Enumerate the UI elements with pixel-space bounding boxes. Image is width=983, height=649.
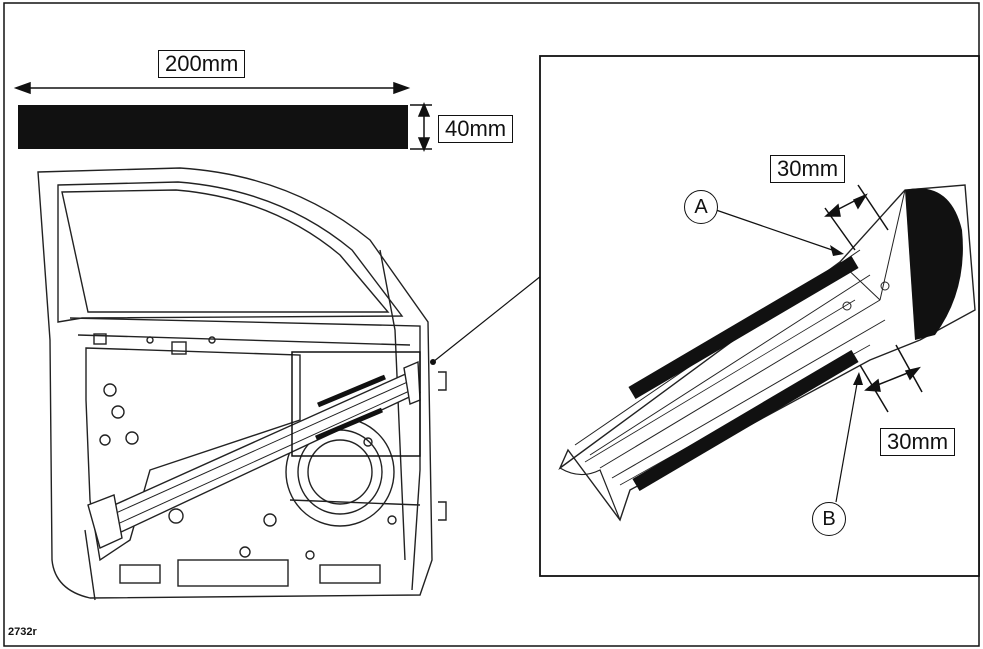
callout-b-arrowhead (853, 372, 863, 385)
door-panel-drawing (37, 167, 447, 601)
small-strip-a (317, 374, 386, 408)
top-offset-label: 30mm (770, 155, 846, 183)
small-beam-drawing (87, 360, 421, 549)
detail-strip-a (628, 255, 859, 400)
small-strip-b (315, 407, 383, 441)
detail-strip-b (632, 349, 859, 492)
top-offset-dimension (824, 184, 889, 251)
bottom-offset-label: 30mm (880, 428, 956, 456)
figure-reference: 2732r (8, 626, 37, 638)
callout-a-leader (715, 209, 839, 253)
callout-b-leader (835, 377, 859, 503)
length-dimension-arrow (13, 81, 411, 95)
strip-width-label: 40mm (438, 115, 514, 143)
strip-length-label: 200mm (158, 50, 246, 78)
foam-strip-sample (18, 105, 408, 149)
width-dimension-arrow (410, 102, 432, 152)
callout-a: A (684, 190, 718, 224)
zoom-leader-dot (430, 359, 436, 365)
callout-a-arrowhead (830, 245, 844, 256)
detail-beam-drawing (558, 184, 976, 522)
zoom-region-box (291, 351, 421, 457)
bottom-offset-dimension (859, 344, 923, 413)
callout-b: B (812, 502, 846, 536)
zoom-leader-line (432, 271, 547, 363)
